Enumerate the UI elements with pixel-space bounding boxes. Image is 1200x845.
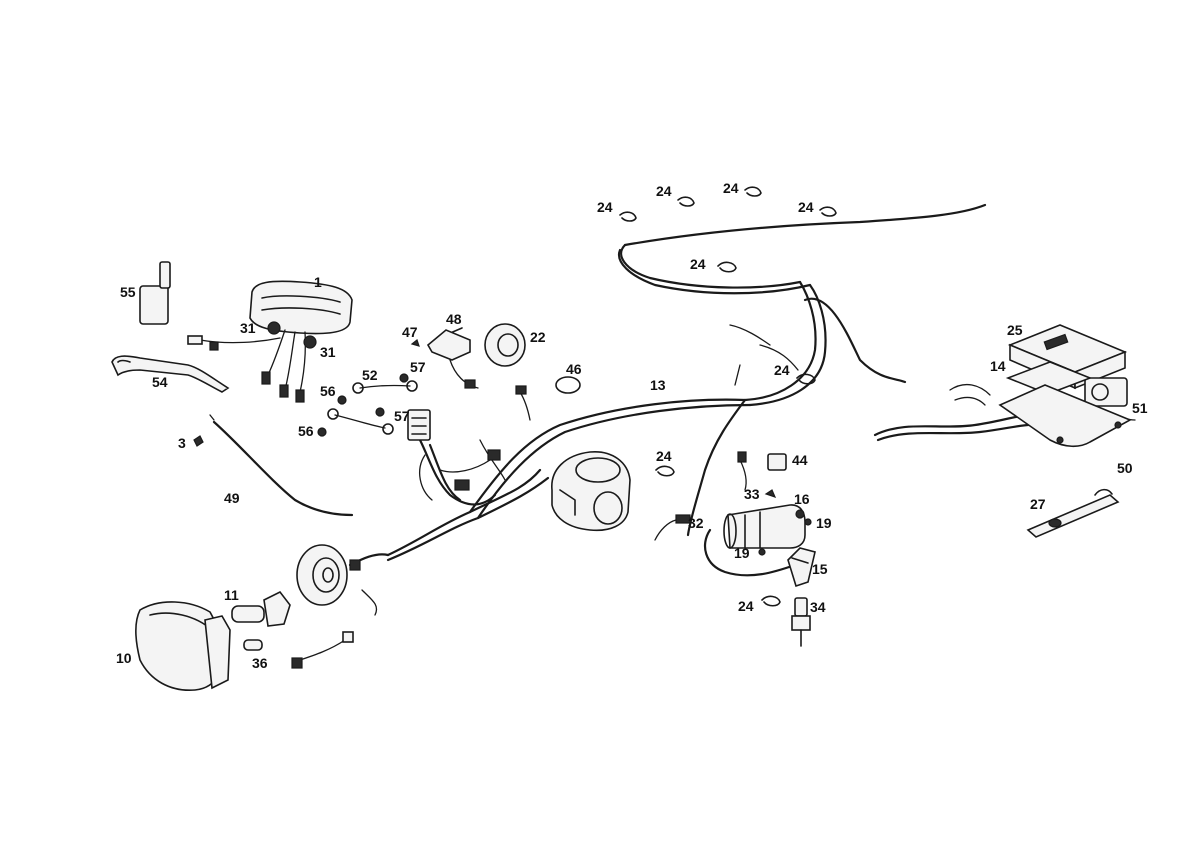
handlebar-switch <box>551 451 631 532</box>
callout-57-lower: 57 <box>394 408 410 424</box>
callout-31-right: 31 <box>320 344 336 360</box>
callout-48: 48 <box>446 311 462 327</box>
callout-33: 33 <box>744 486 760 502</box>
callout-3: 3 <box>178 435 186 451</box>
mounting-bracket <box>111 355 230 393</box>
small-clip <box>193 435 204 447</box>
cable-tie-3 <box>744 186 762 197</box>
horn <box>426 323 526 389</box>
callout-25: 25 <box>1007 322 1023 338</box>
headlight-bulb <box>231 590 291 627</box>
nut-upper <box>399 373 409 383</box>
callout-46: 46 <box>566 361 582 377</box>
callout-24-2: 24 <box>656 183 672 199</box>
callout-13: 13 <box>650 377 666 393</box>
callout-44: 44 <box>792 452 808 468</box>
callout-24-7: 24 <box>656 448 672 464</box>
cable <box>209 414 354 517</box>
headlight <box>135 601 231 691</box>
cable-tie-1 <box>619 211 637 222</box>
cluster-wire-lead <box>187 335 281 351</box>
relay <box>737 451 787 491</box>
callout-10: 10 <box>116 650 132 666</box>
callout-55: 55 <box>120 284 136 300</box>
callout-31-left: 31 <box>240 320 256 336</box>
washer <box>804 518 812 526</box>
callout-34: 34 <box>810 599 826 615</box>
callout-57-upper: 57 <box>410 359 426 375</box>
cable-tie-7 <box>655 465 675 477</box>
terminal-lead-lower <box>327 408 394 435</box>
hose-clamp <box>515 376 581 421</box>
terminal-lead-upper <box>352 380 418 394</box>
spark-plug-cap <box>787 547 816 588</box>
callout-22: 22 <box>530 329 546 345</box>
callout-24-6: 24 <box>774 362 790 378</box>
cable-tie-2 <box>677 196 695 207</box>
headlight-reflector <box>296 544 390 616</box>
callout-14: 14 <box>990 358 1006 374</box>
callout-24-8: 24 <box>738 598 754 614</box>
spark-plug <box>791 597 811 647</box>
screw <box>410 338 420 347</box>
coil-lead <box>654 514 797 577</box>
washer-lower <box>758 548 766 556</box>
callout-56-upper: 56 <box>320 383 336 399</box>
instrument-cluster <box>249 280 353 403</box>
callout-51: 51 <box>1132 400 1148 416</box>
grommet-left <box>267 321 281 335</box>
callout-19-lower: 19 <box>734 545 750 561</box>
main-wiring-harness <box>386 203 987 562</box>
cable-tie-5 <box>717 261 737 273</box>
mounting-plate <box>998 384 1132 448</box>
callout-56-lower: 56 <box>298 423 314 439</box>
left-harness-bundle <box>407 409 506 506</box>
callout-19-right: 19 <box>816 515 832 531</box>
pilot-bulb <box>243 639 263 651</box>
callout-24-4: 24 <box>798 199 814 215</box>
small-screw <box>764 489 777 498</box>
callout-24-3: 24 <box>723 180 739 196</box>
callout-32: 32 <box>688 515 704 531</box>
callout-27: 27 <box>1030 496 1046 512</box>
cable-tie-6 <box>796 373 816 385</box>
pilot-lamp-lead <box>291 631 354 669</box>
rubber-strap <box>1026 488 1120 538</box>
grommet-right <box>303 335 317 349</box>
callout-1: 1 <box>314 274 322 290</box>
nut-lower <box>375 407 385 417</box>
callout-50: 50 <box>1117 460 1133 476</box>
callout-15: 15 <box>812 561 828 577</box>
callout-labels: 1 55 31 31 54 3 49 47 48 22 52 57 56 57 … <box>116 180 1148 671</box>
callout-52: 52 <box>362 367 378 383</box>
callout-24-1: 24 <box>597 199 613 215</box>
spacer-plate <box>1005 361 1093 395</box>
cable-tie-8 <box>761 595 781 607</box>
bolt-lower <box>317 427 327 437</box>
cable-tie-4 <box>819 206 837 217</box>
bolt-upper <box>337 395 347 405</box>
callout-49: 49 <box>224 490 240 506</box>
bulb-socket <box>139 261 171 325</box>
callout-47: 47 <box>402 324 418 340</box>
callout-54: 54 <box>152 374 168 390</box>
ignition-coil <box>723 504 806 549</box>
callout-36: 36 <box>252 655 268 671</box>
callout-24-5: 24 <box>690 256 706 272</box>
callout-16: 16 <box>794 491 810 507</box>
callout-11: 11 <box>224 587 239 603</box>
